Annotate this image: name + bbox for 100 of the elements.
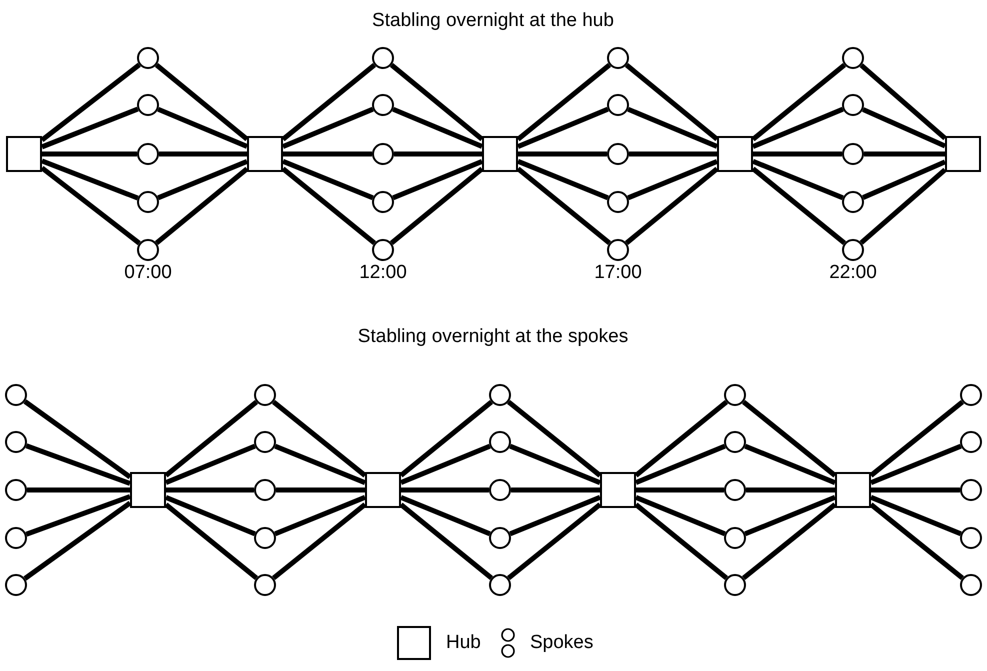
spoke-circle	[960, 479, 982, 501]
hub-square	[482, 136, 518, 172]
connector-line	[634, 502, 728, 580]
spoke-circle	[607, 191, 629, 213]
connector-line	[635, 444, 726, 485]
connector-line	[164, 502, 258, 580]
connector-line	[392, 159, 483, 200]
connector-line	[860, 63, 947, 140]
spoke-circle	[842, 143, 864, 165]
connector-line	[165, 495, 256, 536]
hub-square	[247, 136, 283, 172]
connector-line	[744, 444, 836, 485]
connector-line	[394, 152, 482, 156]
spoke-circle	[137, 239, 159, 261]
connector-line	[281, 166, 376, 245]
panel-heading: Stabling overnight at the spokes	[358, 326, 628, 348]
spoke-circle	[372, 191, 394, 213]
spoke-circle	[137, 47, 159, 69]
time-label: 07:00	[124, 262, 172, 284]
spoke-circle	[724, 384, 746, 406]
connector-line	[276, 488, 365, 492]
time-label: 12:00	[359, 262, 407, 284]
connector-line	[624, 166, 719, 245]
hub-square	[945, 136, 981, 172]
connector-line	[746, 488, 835, 492]
spoke-circle	[137, 191, 159, 213]
spoke-circle	[254, 479, 276, 501]
panel-heading: Stabling overnight at the hub	[372, 10, 614, 32]
connector-line	[742, 502, 837, 580]
hub-square	[6, 136, 42, 172]
connector-line	[862, 160, 946, 200]
connector-line	[25, 494, 131, 537]
connector-line	[25, 443, 131, 486]
hub-square	[365, 472, 401, 508]
connector-line	[516, 166, 612, 245]
connector-line	[272, 400, 367, 478]
spoke-circle	[372, 239, 394, 261]
spoke-circle	[607, 47, 629, 69]
connector-line	[517, 106, 609, 149]
connector-line	[634, 400, 728, 478]
connector-line	[154, 63, 249, 142]
spoke-circle	[724, 431, 746, 453]
spoke-circle	[607, 94, 629, 116]
connector-line	[282, 159, 374, 200]
connector-line	[869, 400, 964, 478]
spoke-circle	[254, 574, 276, 596]
spoke-circle	[489, 574, 511, 596]
connector-line	[399, 400, 494, 478]
connector-line	[40, 166, 141, 246]
connector-line	[509, 495, 601, 536]
connector-line	[870, 444, 962, 485]
connector-line	[869, 502, 964, 580]
connector-line	[399, 502, 494, 580]
spoke-circle	[842, 47, 864, 69]
connector-line	[752, 106, 844, 149]
spoke-circle	[372, 143, 394, 165]
spoke-circle	[254, 384, 276, 406]
connector-line	[159, 152, 247, 156]
connector-line	[751, 63, 846, 142]
spoke-circle	[5, 527, 27, 549]
spoke-circle	[137, 94, 159, 116]
connector-line	[870, 495, 962, 536]
connector-line	[40, 62, 141, 142]
spoke-circle	[960, 431, 982, 453]
connector-line	[165, 444, 256, 485]
connector-line	[517, 159, 609, 200]
connector-line	[511, 488, 600, 492]
spoke-circle	[607, 143, 629, 165]
time-label: 22:00	[829, 262, 877, 284]
connector-line	[42, 152, 137, 156]
spoke-circle	[5, 431, 27, 453]
connector-line	[157, 159, 248, 200]
spoke-circle	[724, 479, 746, 501]
connector-line	[41, 158, 139, 200]
spoke-circle	[724, 527, 746, 549]
connector-line	[518, 152, 607, 156]
connector-line	[166, 488, 254, 492]
spoke-circle	[960, 384, 982, 406]
connector-line	[860, 168, 947, 245]
connector-line	[27, 488, 130, 492]
connector-line	[752, 159, 844, 200]
connector-line	[390, 166, 484, 245]
spoke-circle	[5, 479, 27, 501]
hub-square	[717, 136, 753, 172]
connector-line	[509, 444, 601, 485]
connector-line	[41, 106, 139, 150]
connector-line	[282, 106, 374, 149]
connector-line	[23, 399, 132, 480]
spoke-circle	[960, 574, 982, 596]
connector-line	[624, 63, 719, 142]
spoke-circle	[489, 384, 511, 406]
connector-line	[744, 495, 836, 536]
hub-square	[835, 472, 871, 508]
connector-line	[274, 495, 366, 536]
connector-line	[274, 444, 366, 485]
connector-line	[636, 488, 724, 492]
connector-line	[864, 152, 945, 156]
connector-line	[157, 106, 248, 149]
connector-line	[753, 152, 842, 156]
connector-line	[629, 152, 717, 156]
